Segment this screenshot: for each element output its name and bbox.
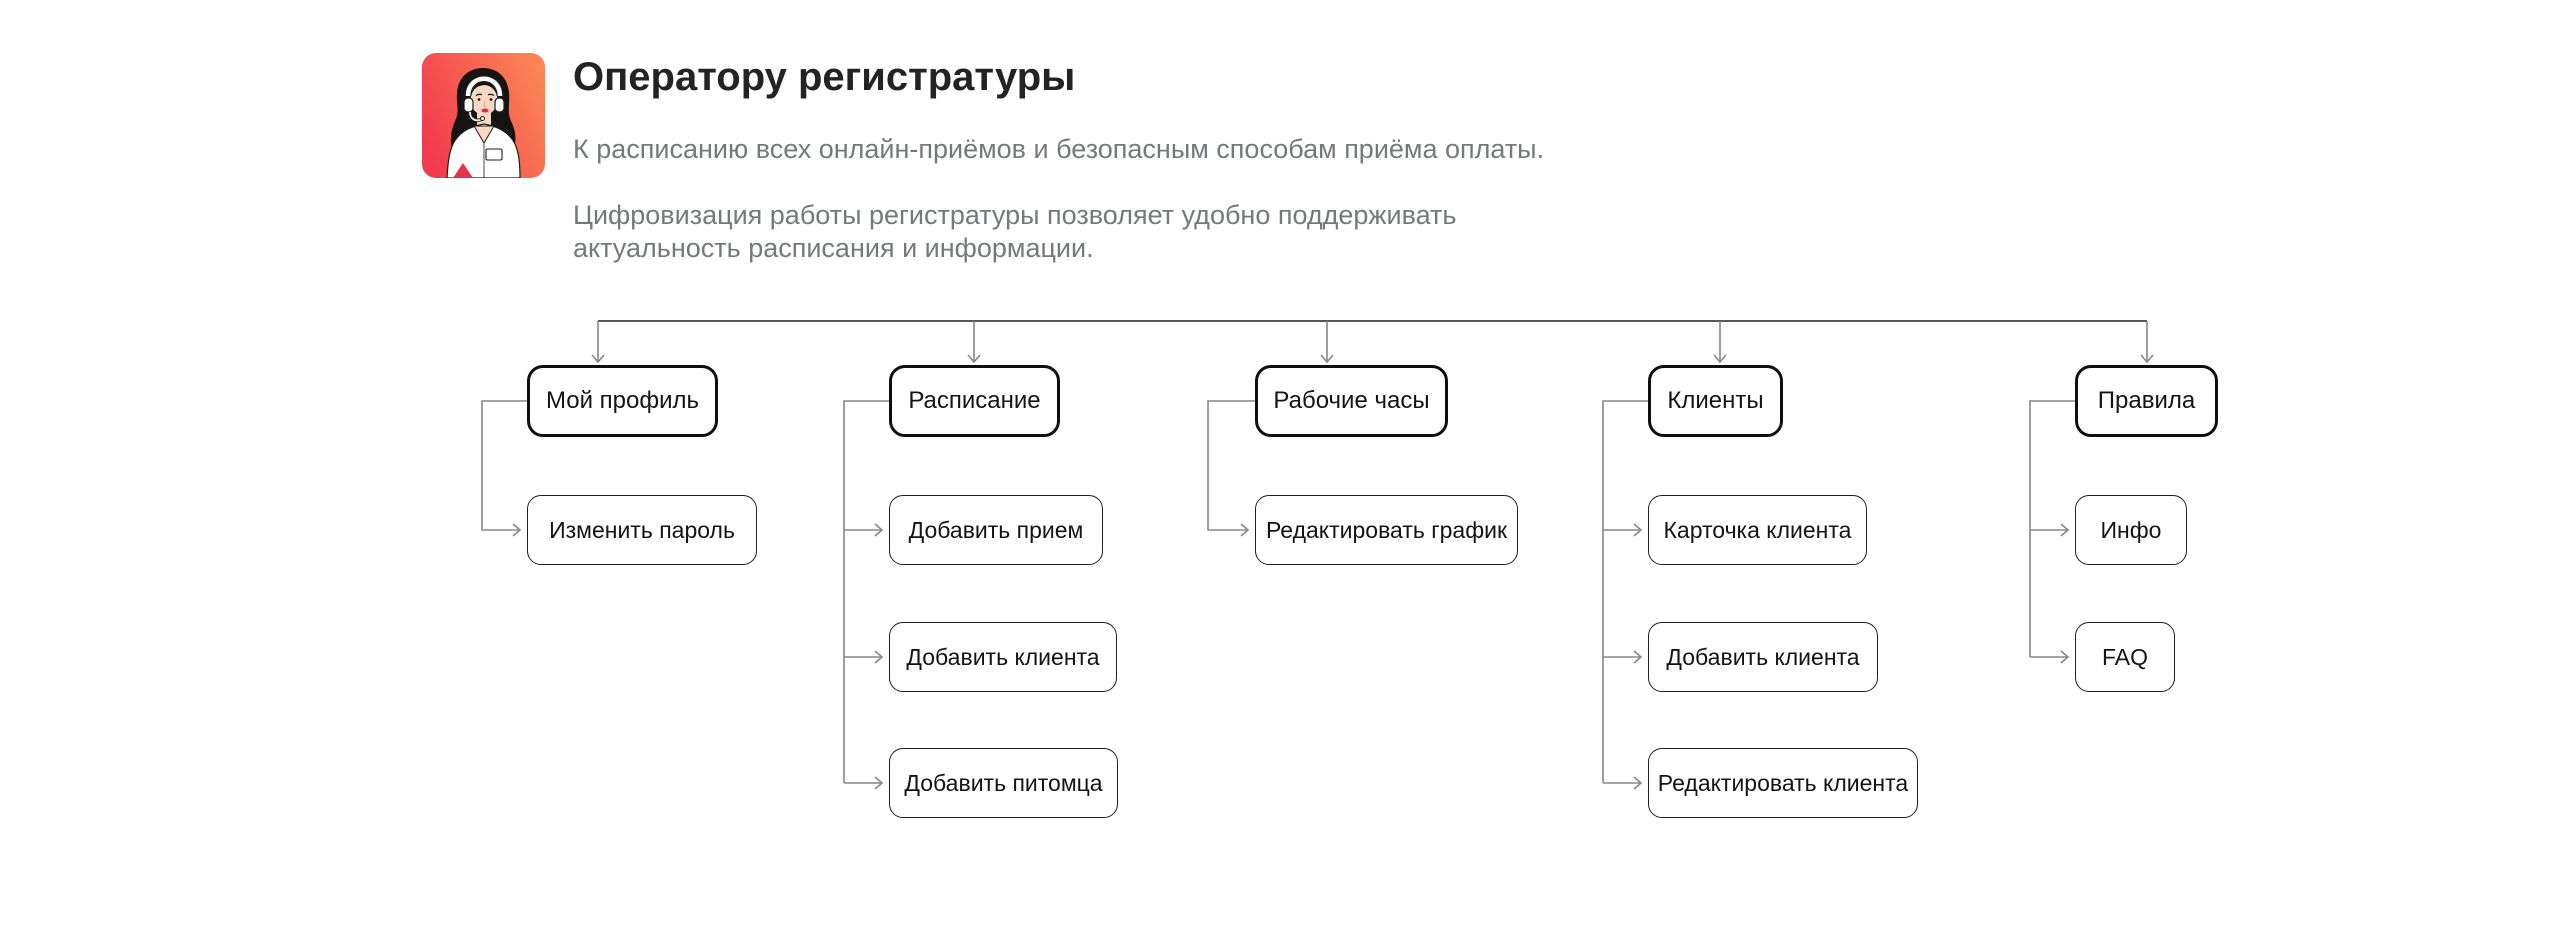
node-my-profile-label: Мой профиль xyxy=(545,387,700,414)
node-add-appointment[interactable]: Добавить прием xyxy=(889,495,1103,565)
page-description: Цифровизация работы регистратуры позволя… xyxy=(573,199,1456,265)
node-client-card[interactable]: Карточка клиента xyxy=(1648,495,1867,565)
node-schedule-label: Расписание xyxy=(908,387,1041,414)
node-add-client-schedule[interactable]: Добавить клиента xyxy=(889,622,1117,692)
node-rules-label: Правила xyxy=(2097,387,2196,414)
node-clients-label: Клиенты xyxy=(1667,387,1764,414)
page-subtitle: К расписанию всех онлайн-приёмов и безоп… xyxy=(573,134,1545,164)
node-edit-schedule-label: Редактировать график xyxy=(1265,516,1508,543)
page-description-line1: Цифровизация работы регистратуры позволя… xyxy=(573,200,1457,230)
node-clients[interactable]: Клиенты xyxy=(1648,365,1783,437)
node-info[interactable]: Инфо xyxy=(2075,495,2187,565)
node-add-pet-label: Добавить питомца xyxy=(904,769,1103,796)
page-description-line2: актуальность расписания и информации. xyxy=(573,233,1094,263)
node-schedule[interactable]: Расписание xyxy=(889,365,1060,437)
node-edit-schedule[interactable]: Редактировать график xyxy=(1255,495,1518,565)
node-faq[interactable]: FAQ xyxy=(2075,622,2175,692)
page-title: Оператору регистратуры xyxy=(573,55,1076,99)
node-change-password-label: Изменить пароль xyxy=(549,516,735,543)
node-edit-client[interactable]: Редактировать клиента xyxy=(1648,748,1918,818)
operator-avatar xyxy=(422,53,545,178)
node-add-client[interactable]: Добавить клиента xyxy=(1648,622,1878,692)
node-rules[interactable]: Правила xyxy=(2075,365,2218,437)
node-add-pet[interactable]: Добавить питомца xyxy=(889,748,1118,818)
node-info-label: Инфо xyxy=(2100,516,2162,543)
spine-drop-arrows xyxy=(591,321,2154,364)
node-add-appointment-label: Добавить прием xyxy=(908,516,1084,543)
node-add-client-schedule-label: Добавить клиента xyxy=(906,643,1100,670)
node-add-client-label: Добавить клиента xyxy=(1666,643,1860,670)
child-connectors xyxy=(481,400,2075,790)
node-change-password[interactable]: Изменить пароль xyxy=(527,495,757,565)
node-client-card-label: Карточка клиента xyxy=(1663,516,1852,543)
node-working-hours-label: Рабочие часы xyxy=(1273,387,1430,414)
node-working-hours[interactable]: Рабочие часы xyxy=(1255,365,1448,437)
node-edit-client-label: Редактировать клиента xyxy=(1657,769,1909,796)
operator-avatar-icon xyxy=(422,53,545,178)
node-my-profile[interactable]: Мой профиль xyxy=(527,365,718,437)
node-faq-label: FAQ xyxy=(2101,643,2148,670)
